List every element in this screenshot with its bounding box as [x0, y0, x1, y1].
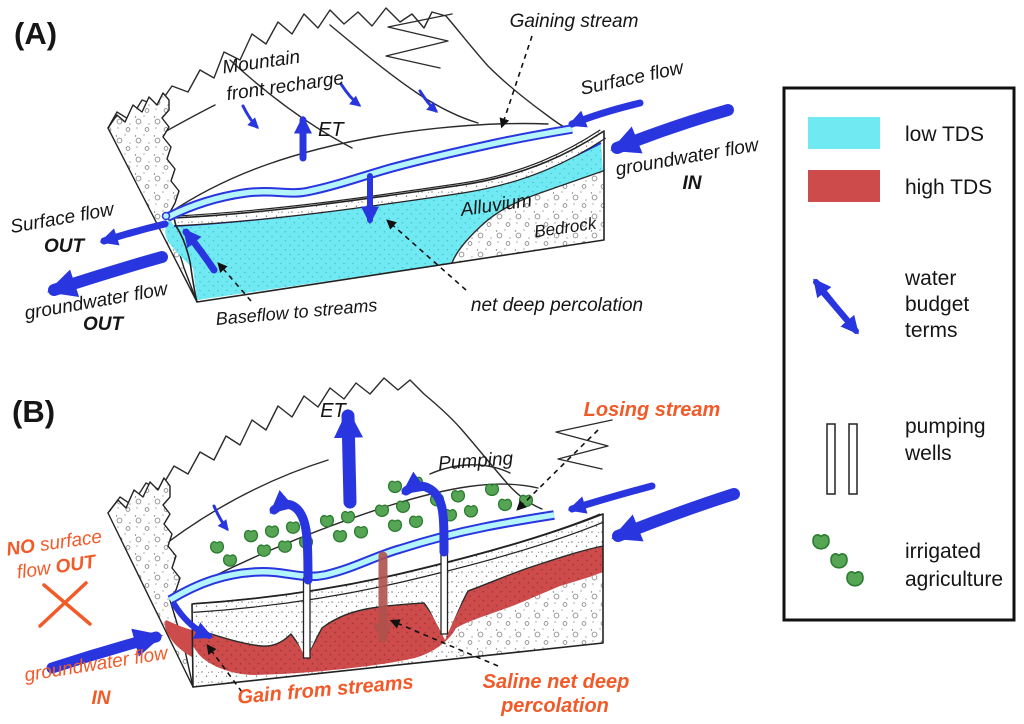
block-b-front-face: [191, 513, 604, 688]
crop-icon: [209, 541, 225, 554]
crop-icon: [484, 483, 500, 497]
saline-percolation-label: percolation: [500, 695, 609, 717]
panel-a: (A) Mountain front recharge ET Gaining s…: [9, 7, 761, 335]
crop-icon: [340, 510, 356, 524]
low-tds-swatch: [808, 117, 880, 149]
surface-flow-out-label: Surface flow: [9, 199, 117, 238]
crop-icon: [395, 500, 411, 513]
groundwater-flow-in-arrow: [610, 104, 734, 154]
groundwater-flow-in-arrow-left: [46, 628, 164, 674]
baseflow-pointer: [217, 262, 252, 302]
mountain-front-recharge-label: Mountain: [221, 47, 301, 79]
block-b-left-face: [107, 477, 194, 688]
panel-b-tag: (B): [12, 394, 55, 429]
gaining-stream-channel: [161, 124, 573, 222]
no-flow-x-icon: [38, 581, 92, 628]
block-a-front-face: [165, 129, 607, 303]
surface-flow-in-arrow-b: [567, 482, 656, 514]
pumping-arrow: [401, 471, 449, 557]
annotation-pointers-a: [217, 35, 533, 302]
gain-from-streams-pointer: [206, 643, 243, 693]
water-budget-arrows-a: [47, 82, 734, 298]
high-tds-left-face: [165, 620, 192, 657]
crop-icon: [332, 529, 348, 543]
crop-icon: [450, 490, 466, 503]
mountain-front-recharge-arrow: [339, 82, 362, 107]
et-arrow-b: [334, 408, 364, 509]
surface-flow-out-arrow: [99, 220, 169, 246]
crop-icon: [222, 554, 238, 567]
crop-icon: [243, 529, 259, 543]
legend-label: high TDS: [905, 176, 992, 199]
crop-icon: [463, 505, 479, 518]
crop-icon: [256, 544, 272, 557]
losing-stream-label: Losing stream: [584, 399, 721, 421]
net-deep-percolation-pointer: [386, 219, 467, 291]
groundwater-flow-out-arrow: [47, 251, 168, 298]
gaining-stream-label: Gaining stream: [510, 11, 639, 32]
gaining-stream-pointer: [499, 35, 533, 129]
surface-flow-out-bold: OUT: [44, 236, 86, 257]
legend: low TDS high TDS water budget terms pump…: [782, 86, 1016, 622]
crop-icon: [264, 525, 280, 538]
mountain-front-recharge-arrow: [418, 89, 439, 113]
losing-stream-channel: [167, 510, 555, 605]
mountain-front-recharge-arrow: [212, 504, 229, 532]
legend-label: budget: [905, 293, 969, 316]
crop-icon: [387, 519, 403, 532]
crop-icon: [497, 498, 513, 512]
baseflow-label: Baseflow to streams: [215, 295, 378, 329]
legend-label: terms: [905, 319, 958, 342]
pumping-wells-icon: [826, 423, 858, 495]
saline-percolation-label: Saline net deep: [483, 671, 630, 693]
groundwater-flow-in-bold: IN: [683, 173, 703, 194]
crop-icon: [319, 514, 335, 528]
pumping-label: Pumping: [437, 448, 514, 474]
saline-percolation-pointer: [389, 619, 499, 667]
crop-icon: [285, 521, 301, 534]
legend-label: pumping: [905, 415, 986, 438]
groundwater-flow-in-arrow-b: [611, 488, 740, 542]
net-deep-percolation-label: net deep percolation: [471, 295, 643, 316]
crop-icon: [387, 480, 403, 494]
panel-b: (B) ET Pumping Losing stream NO surface …: [5, 377, 740, 717]
annotation-pointers-b: [206, 429, 599, 693]
pumping-arrow: [269, 490, 313, 585]
crop-icon: [277, 540, 293, 553]
legend-label: wells: [904, 442, 952, 465]
crop-icon: [408, 515, 424, 528]
mountain-front-recharge-arrow: [241, 104, 259, 129]
stream-outlet: [161, 211, 171, 221]
losing-stream-pointer: [516, 429, 599, 511]
surface-flow-in-label: Surface flow: [579, 57, 687, 100]
gain-from-streams-arrow: [171, 601, 214, 639]
et-label-b: ET: [320, 400, 347, 422]
water-budget-arrows-icon: [813, 278, 859, 335]
high-tds-swatch: [808, 170, 880, 202]
pumping-well: [440, 547, 449, 635]
panel-a-tag: (A): [14, 16, 57, 51]
water-budget-arrows-b: [46, 408, 740, 674]
pumping-well: [302, 577, 311, 659]
crop-icon: [374, 504, 390, 517]
groundwater-flow-out-bold: OUT: [83, 314, 125, 335]
et-label-a: ET: [318, 119, 345, 141]
legend-label: water: [904, 267, 956, 290]
groundwater-flow-in-bold-b: IN: [92, 688, 112, 709]
legend-label: irrigated: [905, 540, 981, 563]
surface-flow-in-arrow: [567, 99, 644, 128]
crop-icon: [353, 526, 369, 539]
legend-label: agriculture: [905, 568, 1003, 591]
baseflow-arrow: [182, 228, 218, 274]
legend-label: low TDS: [905, 123, 984, 146]
